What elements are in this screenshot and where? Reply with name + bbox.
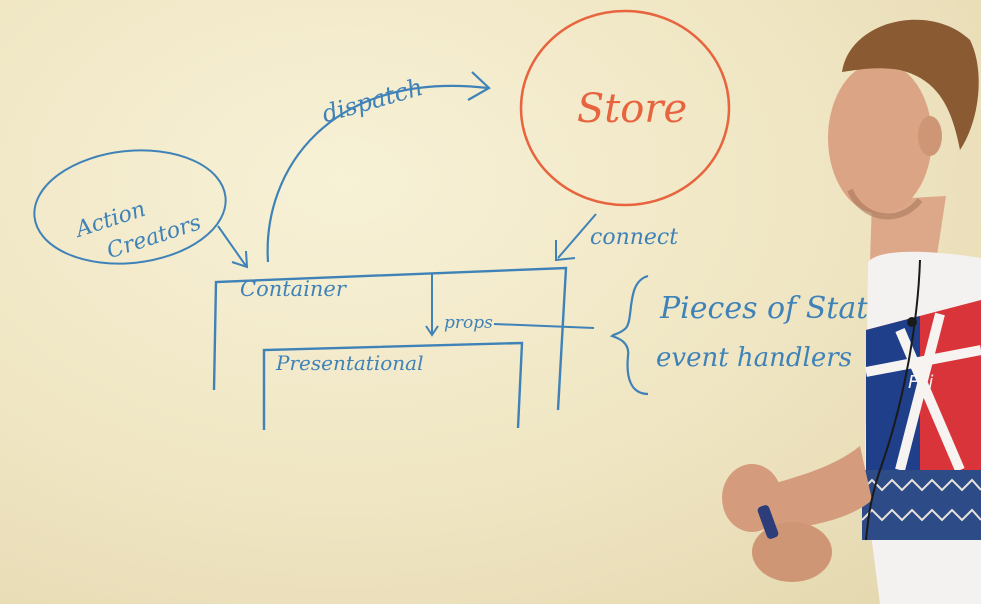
pieces-of-state-label: Pieces of State bbox=[659, 291, 886, 326]
earphone-cable bbox=[865, 259, 921, 541]
marker-pen bbox=[757, 505, 779, 539]
store-label: Store bbox=[577, 86, 687, 132]
shirt-pattern-zigzag-2 bbox=[861, 508, 981, 522]
lapel-mic bbox=[907, 317, 917, 327]
props-arrow bbox=[425, 274, 439, 337]
container-label: Container bbox=[240, 277, 348, 301]
presenter-hand-lower bbox=[752, 522, 832, 582]
presenter-ear bbox=[918, 116, 942, 156]
props-line bbox=[493, 323, 595, 329]
action-creators-cloud bbox=[33, 149, 227, 265]
store-circle bbox=[519, 9, 731, 207]
connect-arrow bbox=[555, 213, 597, 262]
presenter-stubble bbox=[847, 188, 923, 220]
curly-brace bbox=[609, 274, 649, 396]
dispatch-label: dispatch bbox=[319, 73, 426, 128]
presentational-box bbox=[262, 341, 524, 430]
presenter-face bbox=[828, 62, 932, 214]
shirt-pattern-zigzag bbox=[861, 478, 981, 492]
shirt-pattern bbox=[862, 470, 981, 540]
container-box bbox=[212, 266, 568, 411]
presenter-arm bbox=[760, 446, 872, 530]
connect-label: connect bbox=[590, 225, 678, 250]
presenter-hair bbox=[842, 19, 979, 150]
dispatch-arrowhead bbox=[467, 71, 491, 101]
presenter: Fiji bbox=[722, 19, 981, 604]
dispatch-arrow bbox=[266, 84, 489, 263]
event-handlers-label: event handlers bbox=[656, 343, 852, 373]
presentational-label: Presentational bbox=[275, 351, 423, 375]
props-label: props bbox=[444, 313, 493, 333]
creators-to-container-arrow bbox=[217, 225, 249, 269]
shirt-logo: Fiji bbox=[908, 372, 933, 393]
